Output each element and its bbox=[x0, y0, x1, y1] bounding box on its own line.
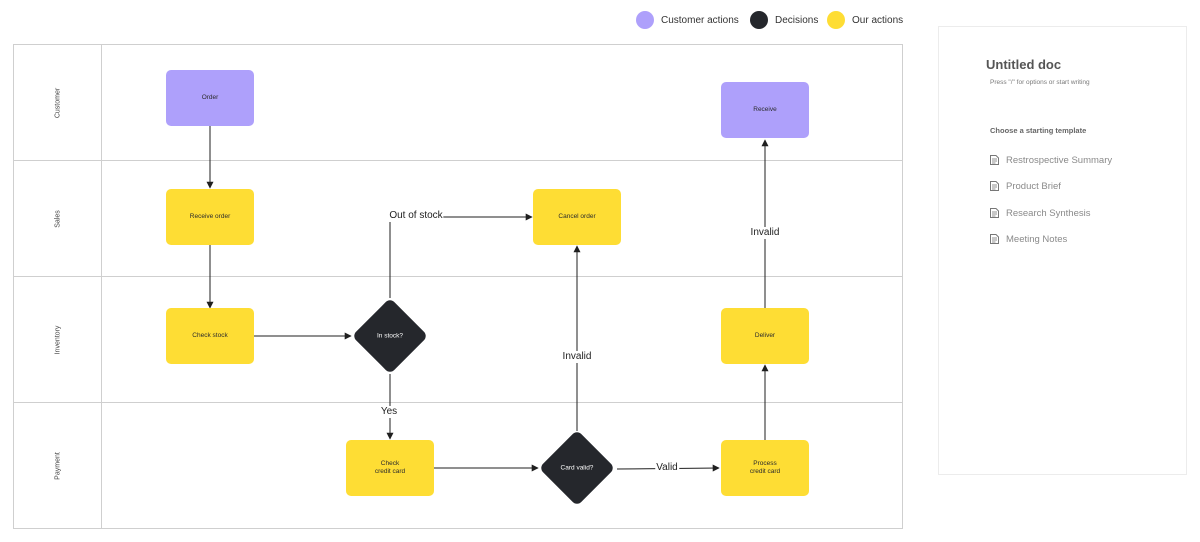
legend-swatch-yellow bbox=[827, 11, 845, 29]
template-label: Restrospective Summary bbox=[1006, 154, 1113, 166]
swimlane-frame: Customer Sales Inventory Payment bbox=[13, 44, 903, 529]
doc-title[interactable]: Untitled doc bbox=[986, 57, 1062, 72]
lane-header: Inventory bbox=[14, 277, 102, 402]
lane-header: Sales bbox=[14, 161, 102, 276]
edge-label-yes: Yes bbox=[379, 406, 399, 418]
node-check-credit-card[interactable]: Check credit card bbox=[346, 440, 434, 496]
lane-header: Payment bbox=[14, 403, 102, 528]
template-item-meeting-notes[interactable]: Meeting Notes bbox=[989, 232, 1067, 246]
legend-swatch-purple bbox=[636, 11, 654, 29]
document-icon bbox=[990, 181, 999, 191]
document-icon bbox=[990, 208, 999, 218]
document-icon bbox=[990, 155, 999, 165]
template-label: Product Brief bbox=[1006, 180, 1061, 192]
legend-item-decisions: Decisions bbox=[750, 11, 818, 29]
node-label: Cancel order bbox=[558, 212, 596, 220]
edge-label-invalid-delivery: Invalid bbox=[749, 227, 781, 239]
template-section-heading: Choose a starting template bbox=[990, 126, 1087, 135]
doc-panel: Untitled doc Press "/" for options or st… bbox=[938, 26, 1187, 475]
legend-swatch-dark bbox=[750, 11, 768, 29]
legend-label: Customer actions bbox=[661, 14, 739, 26]
template-item-product-brief[interactable]: Product Brief bbox=[989, 179, 1061, 193]
legend-label: Our actions bbox=[852, 14, 904, 26]
node-cancel-order[interactable]: Cancel order bbox=[533, 189, 621, 245]
lane-header: Customer bbox=[14, 45, 102, 160]
legend-item-customer-actions: Customer actions bbox=[636, 11, 739, 29]
node-label: Check credit card bbox=[374, 459, 406, 475]
edge-label-invalid-card: Invalid bbox=[561, 351, 593, 363]
template-label: Meeting Notes bbox=[1006, 233, 1068, 245]
legend-label: Decisions bbox=[775, 14, 819, 26]
node-label: Receive order bbox=[189, 212, 231, 220]
template-label: Research Synthesis bbox=[1006, 207, 1091, 219]
edge-label-out-of-stock: Out of stock bbox=[388, 210, 444, 222]
legend-item-our-actions: Our actions bbox=[827, 11, 903, 29]
node-label: Deliver bbox=[754, 331, 776, 339]
node-order[interactable]: Order bbox=[166, 70, 254, 126]
lane-sales: Sales bbox=[14, 160, 902, 276]
edge-in-stock-to-cancel-order bbox=[389, 213, 533, 298]
lane-inventory: Inventory bbox=[14, 276, 902, 402]
node-label: Receive bbox=[753, 105, 777, 113]
edge-label-valid: Valid bbox=[655, 462, 679, 474]
node-check-stock[interactable]: Check stock bbox=[166, 308, 254, 364]
node-label: Order bbox=[201, 93, 219, 101]
doc-hint[interactable]: Press "/" for options or start writing bbox=[990, 79, 1090, 86]
node-label: Check stock bbox=[192, 331, 228, 339]
node-receive-order[interactable]: Receive order bbox=[166, 189, 254, 245]
node-receive[interactable]: Receive bbox=[721, 82, 809, 138]
document-icon bbox=[990, 234, 999, 244]
node-process-credit-card[interactable]: Process credit card bbox=[721, 440, 809, 496]
lane-payment: Payment bbox=[14, 402, 902, 528]
template-item-research-synthesis[interactable]: Research Synthesis bbox=[989, 206, 1090, 220]
lane-customer: Customer bbox=[14, 45, 902, 160]
decision-label-in-stock: In stock? bbox=[376, 332, 403, 340]
template-item-retrospective[interactable]: Restrospective Summary bbox=[989, 153, 1112, 167]
node-deliver[interactable]: Deliver bbox=[721, 308, 809, 364]
decision-label-card-valid: Card valid? bbox=[560, 464, 594, 472]
node-label: Process credit card bbox=[749, 459, 781, 475]
